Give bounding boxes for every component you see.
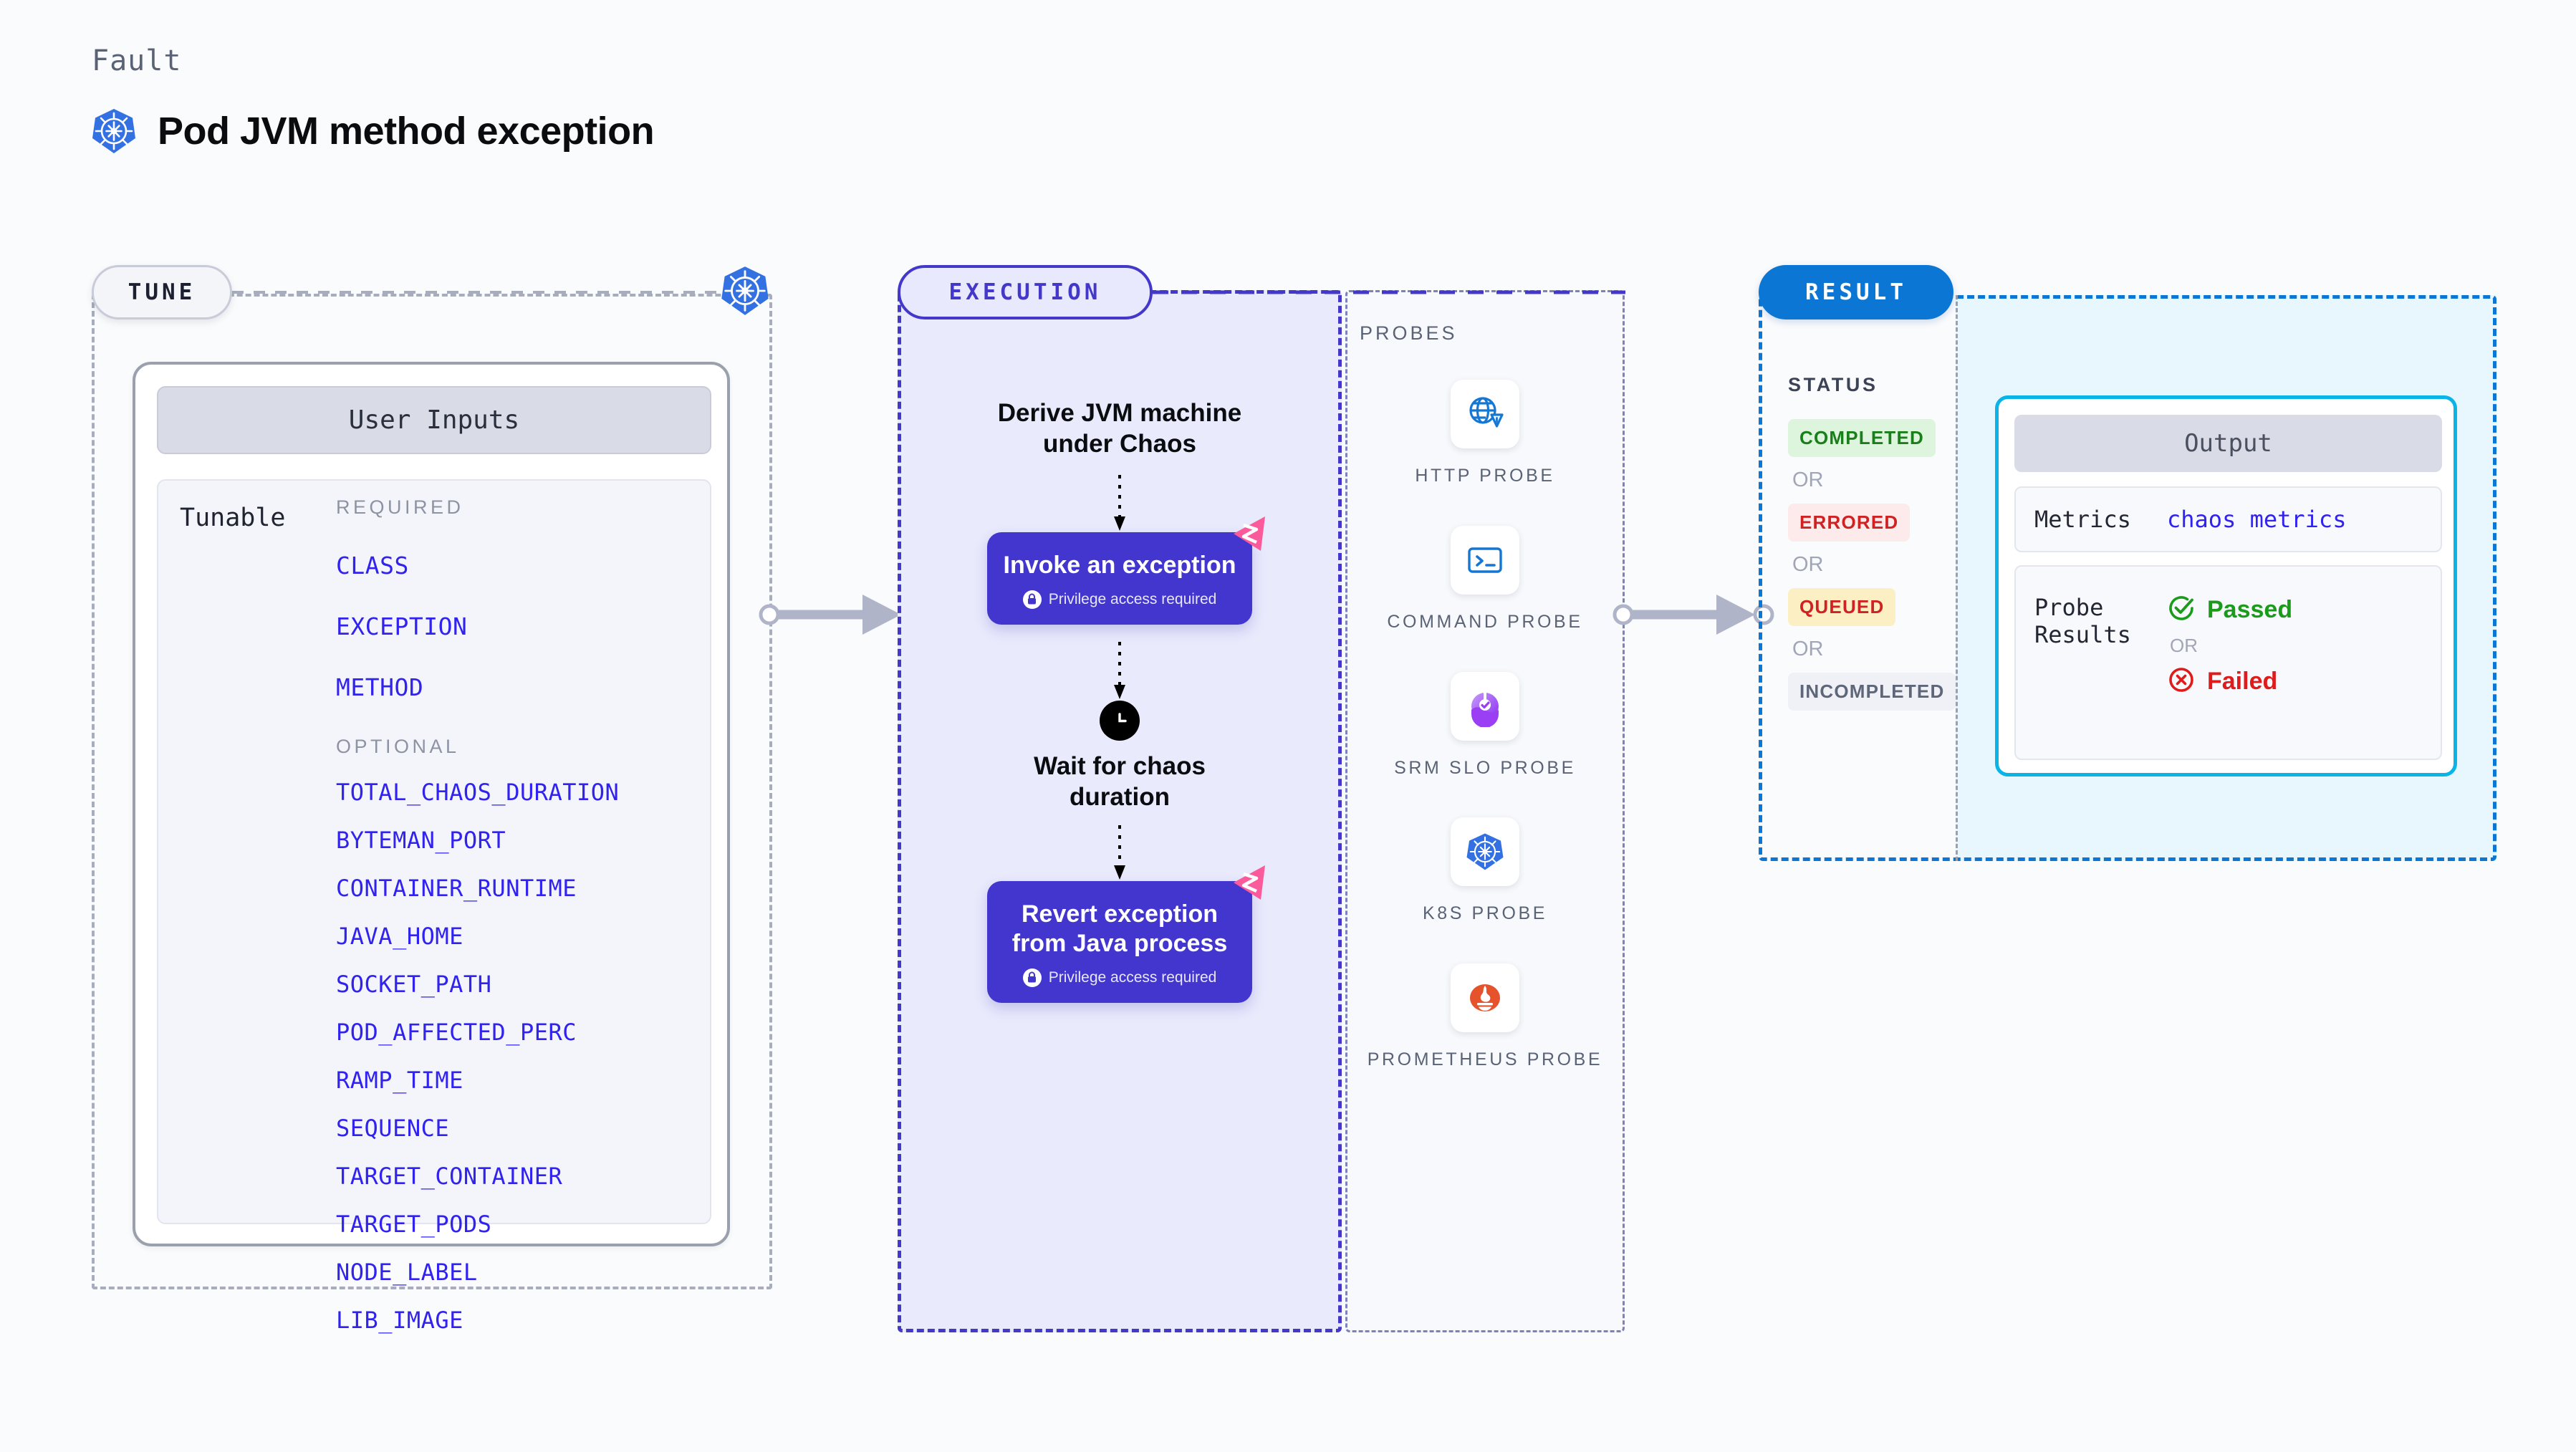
invoke-exception-title: Invoke an exception	[1003, 552, 1236, 580]
probe-item-command-label: COMMAND PROBE	[1387, 611, 1583, 632]
prometheus-icon	[1450, 963, 1519, 1032]
tunable-item-exception[interactable]: EXCEPTION	[336, 612, 468, 640]
tunable-item-sequence[interactable]: SEQUENCE	[336, 1115, 450, 1142]
probes-panel-boundary	[1345, 290, 1625, 1332]
flow-arrow-1	[1112, 475, 1127, 532]
status-badge-completed: COMPLETED	[1788, 419, 1936, 457]
page-header: Fault Pod JVM method exception	[92, 44, 655, 155]
probe-result-failed-label: Failed	[2207, 668, 2278, 695]
user-inputs-card: User Inputs Tunable REQUIRED CLASS EXCEP…	[133, 362, 730, 1334]
metrics-value-link[interactable]: chaos metrics	[2167, 506, 2347, 533]
probe-result-failed: Failed	[2167, 665, 2292, 698]
derive-jvm-step-label: Derive JVM machine under Chaos	[997, 399, 1242, 458]
status-or-1: OR	[1792, 468, 1824, 491]
probe-item-prometheus[interactable]: PROMETHEUS PROBE	[1368, 963, 1602, 1072]
status-section-label: STATUS	[1788, 374, 1878, 395]
status-badge-queued: QUEUED	[1788, 588, 1896, 626]
probes-section-label: PROBES	[1360, 322, 1458, 344]
probe-result-passed: Passed	[2167, 594, 2292, 626]
tunable-item-socket-path[interactable]: SOCKET_PATH	[336, 971, 492, 998]
probe-item-http-label: HTTP PROBE	[1415, 466, 1555, 486]
tunable-item-pod-affected-perc[interactable]: POD_AFFECTED_PERC	[336, 1019, 577, 1046]
litmus-chaos-icon	[1228, 864, 1269, 908]
probes-list: HTTP PROBE COMMAND PROBE	[1345, 380, 1625, 1072]
tunable-item-class[interactable]: CLASS	[336, 552, 409, 580]
execution-flow: Derive JVM machine under Chaos Invoke an…	[898, 290, 1342, 1332]
status-badge-errored: ERRORED	[1788, 504, 1911, 542]
probe-item-srm-slo[interactable]: SRM SLO PROBE	[1394, 671, 1576, 781]
kubernetes-icon	[92, 107, 136, 155]
tunable-item-ramp-time[interactable]: RAMP_TIME	[336, 1067, 463, 1094]
probe-results-values: Passed OR Failed	[2167, 594, 2292, 698]
probe-item-k8s[interactable]: K8S PROBE	[1423, 817, 1547, 926]
tunable-item-java-home[interactable]: JAVA_HOME	[336, 923, 463, 950]
probe-item-command[interactable]: COMMAND PROBE	[1387, 525, 1583, 635]
kubernetes-icon	[721, 265, 769, 320]
revert-exception-note-text: Privilege access required	[1048, 968, 1217, 986]
tunable-label: Tunable	[180, 504, 286, 532]
probe-item-srm-slo-label: SRM SLO PROBE	[1394, 757, 1576, 778]
tunable-body: Tunable REQUIRED CLASS EXCEPTION METHOD …	[157, 479, 711, 1334]
revert-exception-action[interactable]: Revert exception from Java process Privi…	[987, 865, 1265, 1003]
required-group-header: REQUIRED	[336, 496, 464, 518]
execution-pill: EXECUTION	[898, 265, 1153, 319]
flow-arrow-3	[1112, 824, 1127, 881]
tunable-item-lib-image[interactable]: LIB_IMAGE	[336, 1307, 463, 1334]
litmus-chaos-icon	[1228, 515, 1269, 559]
clock-icon	[1100, 700, 1140, 741]
probe-results-key: Probe Results	[2034, 594, 2131, 649]
tunable-list: REQUIRED CLASS EXCEPTION METHOD OPTIONAL…	[336, 496, 694, 1334]
tunable-item-byteman-port[interactable]: BYTEMAN_PORT	[336, 827, 506, 854]
probe-result-passed-label: Passed	[2207, 596, 2293, 623]
execution-to-result-connector	[1613, 595, 1774, 635]
result-pill: RESULT	[1759, 265, 1953, 319]
result-panel-divider	[1956, 295, 1958, 861]
probe-item-k8s-label: K8S PROBE	[1422, 903, 1548, 924]
srm-slo-icon	[1450, 671, 1519, 741]
status-or-3: OR	[1792, 638, 1824, 660]
output-header: Output	[2014, 415, 2442, 472]
metrics-row: Metrics chaos metrics	[2014, 486, 2442, 552]
tunable-item-target-container[interactable]: TARGET_CONTAINER	[336, 1163, 563, 1190]
invoke-exception-note-text: Privilege access required	[1048, 590, 1217, 607]
tunable-item-total-chaos-duration[interactable]: TOTAL_CHAOS_DURATION	[336, 779, 620, 806]
tune-panel-boundary	[92, 294, 772, 1289]
invoke-exception-action[interactable]: Invoke an exception Privilege access req…	[987, 516, 1265, 625]
status-badge-incompleted: INCOMPLETED	[1788, 673, 1956, 711]
execution-panel-boundary	[898, 290, 1342, 1332]
check-circle-icon	[2167, 594, 2196, 626]
user-inputs-header: User Inputs	[157, 386, 711, 454]
revert-exception-note: Privilege access required	[999, 968, 1241, 987]
title-row: Pod JVM method exception	[92, 107, 655, 155]
execution-pill-connector	[1153, 290, 1625, 294]
tunable-item-container-runtime[interactable]: CONTAINER_RUNTIME	[336, 875, 577, 902]
metrics-key: Metrics	[2034, 505, 2131, 533]
x-circle-icon	[2167, 665, 2196, 698]
invoke-exception-note: Privilege access required	[999, 590, 1241, 609]
wait-for-chaos-label: Wait for chaos duration	[1034, 751, 1206, 811]
lock-icon	[1022, 590, 1042, 609]
terminal-icon	[1451, 525, 1519, 595]
probe-results-row: Probe Results Passed OR	[2014, 565, 2442, 760]
result-panel-boundary	[1759, 295, 2496, 861]
globe-warning-icon	[1450, 380, 1519, 448]
fault-eyebrow: Fault	[92, 44, 182, 77]
tune-pill: TUNE	[92, 265, 232, 319]
tune-pill-connector	[232, 291, 734, 294]
probe-item-prometheus-label: PROMETHEUS PROBE	[1367, 1049, 1603, 1069]
status-list: COMPLETED OR ERRORED OR QUEUED OR INCOMP…	[1788, 419, 1967, 711]
kubernetes-icon	[1451, 817, 1519, 887]
lock-icon	[1022, 968, 1042, 987]
probe-result-or: OR	[2170, 635, 2198, 656]
optional-group-header: OPTIONAL	[336, 736, 460, 757]
page-title: Pod JVM method exception	[158, 110, 655, 153]
status-or-2: OR	[1792, 553, 1824, 576]
flow-arrow-2	[1112, 641, 1127, 701]
tunable-item-node-label[interactable]: NODE_LABEL	[336, 1259, 478, 1286]
revert-exception-title: Revert exception from Java process	[1011, 900, 1228, 957]
tunable-item-target-pods[interactable]: TARGET_PODS	[336, 1211, 492, 1238]
output-card: Output Metrics chaos metrics Probe Resul…	[1995, 395, 2457, 777]
probe-item-http[interactable]: HTTP PROBE	[1415, 380, 1554, 489]
tunable-item-method[interactable]: METHOD	[336, 673, 424, 701]
